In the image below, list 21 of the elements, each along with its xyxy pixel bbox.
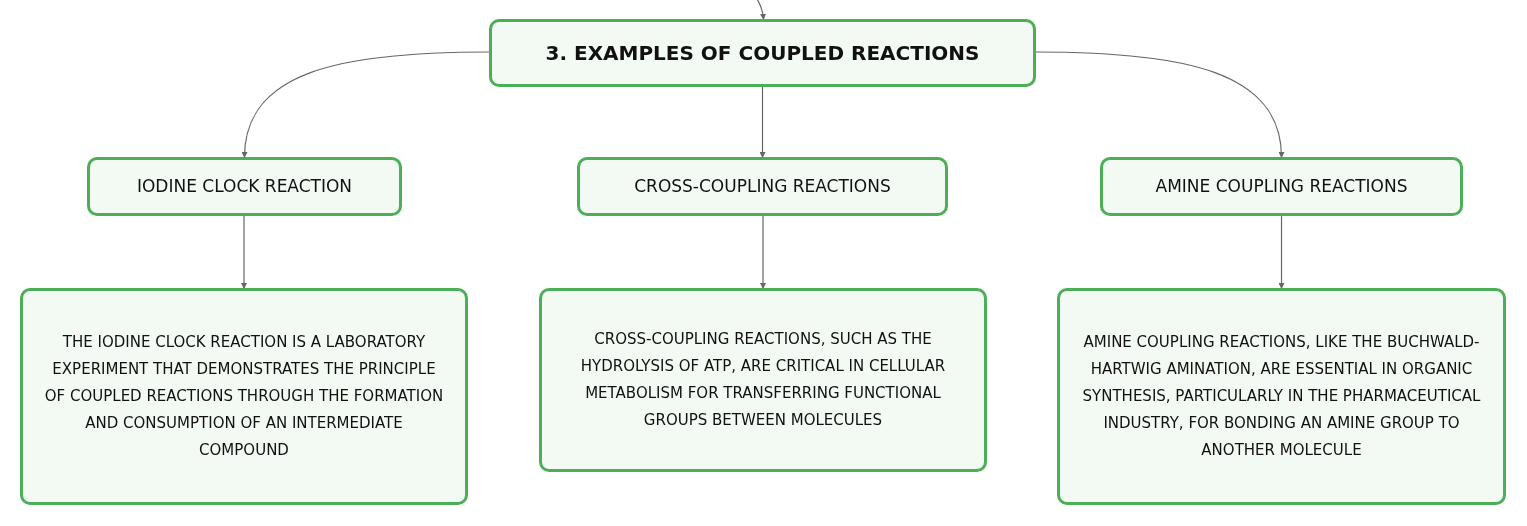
subtopic-box [577, 157, 948, 216]
description-text: THE IODINE CLOCK REACTION IS A LABORATORY EXPERIMENT THAT DEMONSTRATES THE PRINCIPLE OF COUPLED REACTIONS THROUGH THE FORMATION AND CONSUMPTION OF AN INTERMEDIATE COMPOUND [43, 332, 445, 461]
subtopic-box [1100, 157, 1463, 216]
subtopic-title: AMINE COUPLING REACTIONS [1155, 174, 1408, 198]
connector-arrow [241, 215, 247, 289]
description-box [1057, 288, 1506, 505]
connector-arrow [756, 0, 766, 20]
connector-arrow [1278, 215, 1285, 289]
description-text: AMINE COUPLING REACTIONS, LIKE THE BUCHWALD-HARTWIG AMINATION, ARE ESSENTIAL IN ORGANIC SYNTHESIS, PARTICULARLY IN THE PHARMACEUTICAL INDUSTRY, FOR BONDING AN AMINE GROUP TO ANOTHER MOLECULE [1081, 332, 1482, 461]
description-box [20, 288, 468, 505]
subtopic-title: CROSS-COUPLING REACTIONS [634, 174, 891, 198]
connector-arrow [760, 215, 766, 289]
description-box [539, 288, 987, 472]
connector-arrow [242, 51, 490, 158]
topic-box [489, 19, 1036, 87]
subtopic-box [87, 157, 402, 216]
subtopic-title: IODINE CLOCK REACTION [136, 174, 353, 198]
connector-arrow [1035, 51, 1284, 158]
connector-arrow [759, 86, 766, 158]
topic-title: 3. EXAMPLES OF COUPLED REACTIONS [545, 40, 980, 67]
description-text: CROSS-COUPLING REACTIONS, SUCH AS THE HYDROLYSIS OF ATP, ARE CRITICAL IN CELLULAR METABOLISM FOR TRANSFERRING FUNCTIONAL GROUPS BETWEEN MOLECULES [579, 329, 947, 431]
